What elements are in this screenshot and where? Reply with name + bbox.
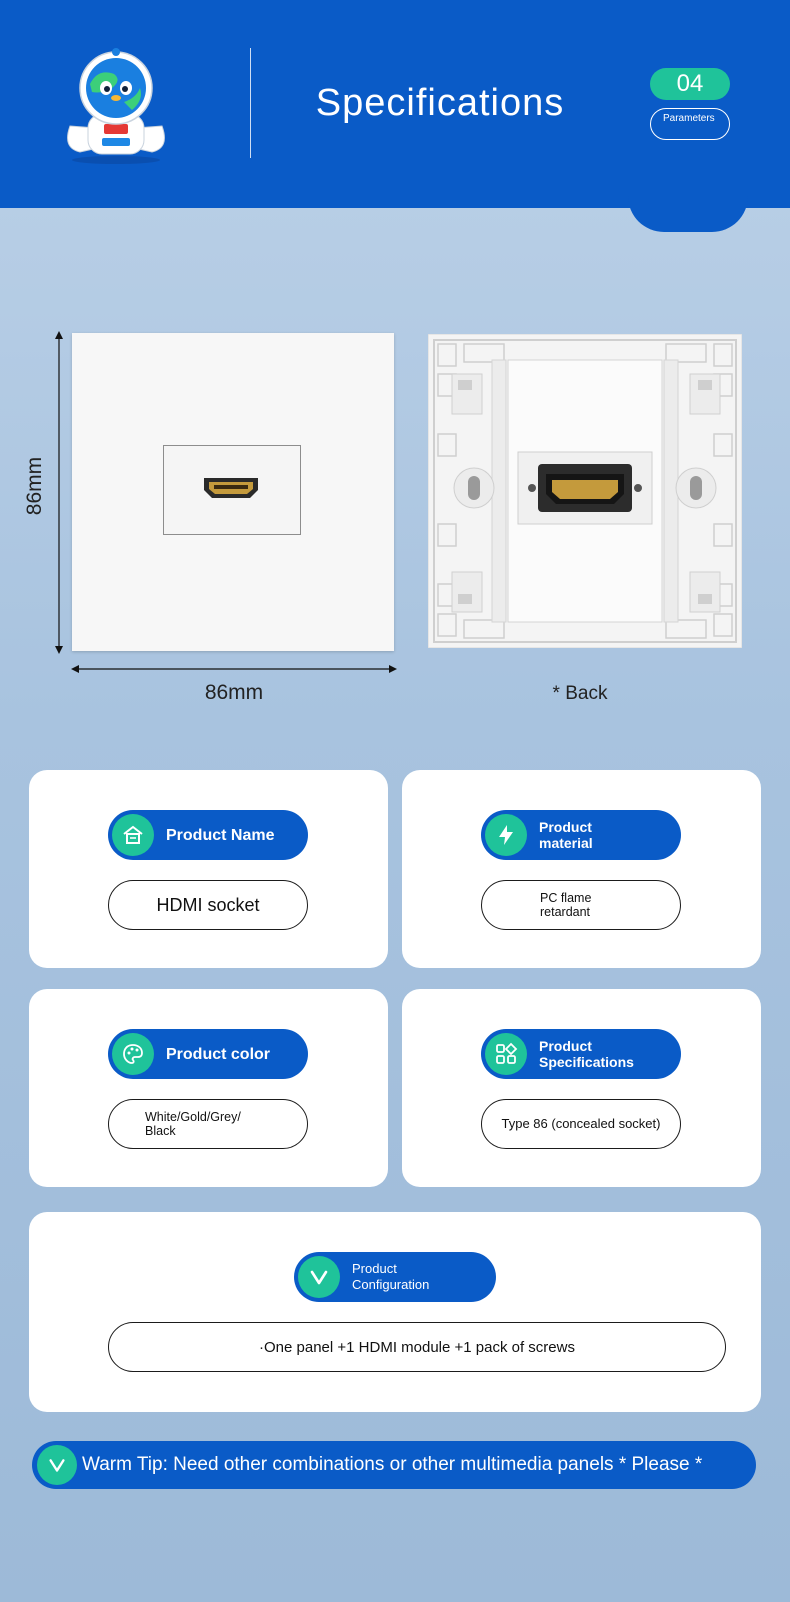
spec-value-text: White/Gold/Grey/ Black: [145, 1110, 241, 1138]
spec-label: Product Configuration: [352, 1261, 430, 1292]
spec-label: Product color: [166, 1045, 271, 1063]
check-v-icon: [298, 1256, 340, 1298]
spec-value: PC flame retardant: [481, 880, 681, 930]
panel-back-image: [428, 334, 742, 648]
height-dimension-label: 86mm: [23, 456, 46, 516]
panel-front-image: [72, 333, 394, 651]
spec-label-pill: Product Name: [108, 810, 308, 860]
header-divider: [250, 48, 251, 158]
section-number-badge: 04: [650, 68, 730, 100]
width-dimension-label: 86mm: [204, 681, 264, 704]
spec-label-pill: Product Configuration: [294, 1252, 496, 1302]
spec-value: Type 86 (concealed socket): [481, 1099, 681, 1149]
spec-value: ·One panel +1 HDMI module +1 pack of scr…: [108, 1322, 726, 1372]
check-v-icon: [37, 1445, 77, 1485]
spec-value: HDMI socket: [108, 880, 308, 930]
header-banner: Specifications 04 Parameters: [0, 0, 790, 208]
spec-card-product-color: Product color White/Gold/Grey/ Black: [29, 989, 388, 1187]
hdmi-module-frame: [163, 445, 301, 535]
back-view-caption: * Back: [552, 683, 608, 704]
warm-tip-text: Warm Tip: Need other combinations or oth…: [82, 1454, 703, 1475]
hdmi-port-icon: [204, 478, 258, 498]
section-label-text: Parameters: [663, 113, 715, 124]
astronaut-mascot-icon: [67, 48, 165, 164]
height-dimension-arrow-icon: [55, 331, 63, 654]
grid-shapes-icon: [485, 1033, 527, 1075]
spec-label: Product Specifications: [539, 1038, 634, 1070]
spec-label: Product material: [539, 819, 593, 851]
warm-tip-bar: Warm Tip: Need other combinations or oth…: [32, 1441, 756, 1489]
header-notch: [628, 196, 748, 232]
spec-card-product-material: Product material PC flame retardant: [402, 770, 761, 968]
page-title: Specifications: [315, 82, 565, 124]
house-icon: [112, 814, 154, 856]
palette-icon: [112, 1033, 154, 1075]
spec-card-product-name: Product Name HDMI socket: [29, 770, 388, 968]
width-dimension-arrow-icon: [71, 665, 397, 673]
spec-label: Product Name: [166, 826, 275, 844]
spec-label-pill: Product Specifications: [481, 1029, 681, 1079]
spec-label-pill: Product material: [481, 810, 681, 860]
spec-value-text: PC flame retardant: [540, 891, 592, 919]
lightning-icon: [485, 814, 527, 856]
spec-card-product-configuration: Product Configuration ·One panel +1 HDMI…: [29, 1212, 761, 1412]
spec-value: White/Gold/Grey/ Black: [108, 1099, 308, 1149]
section-label-badge: Parameters: [650, 108, 730, 140]
spec-card-product-specifications: Product Specifications Type 86 (conceale…: [402, 989, 761, 1187]
spec-label-pill: Product color: [108, 1029, 308, 1079]
